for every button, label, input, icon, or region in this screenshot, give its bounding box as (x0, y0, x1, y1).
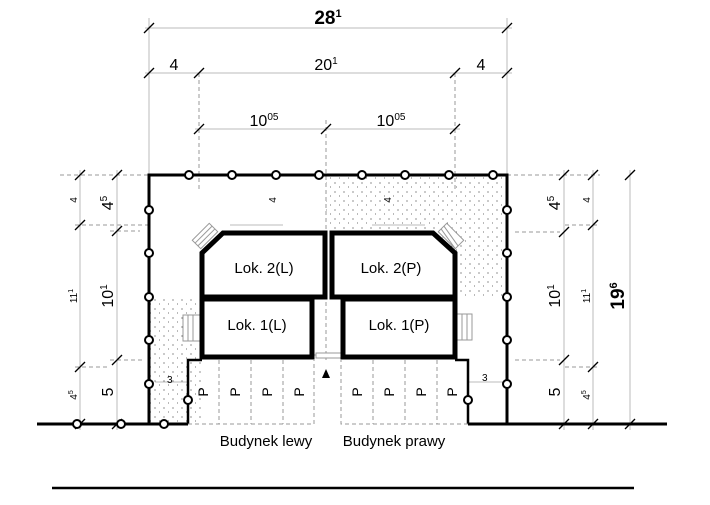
parking-space-label: P (195, 387, 211, 396)
parking-space-label: P (444, 387, 460, 396)
unit-lok2-right (329, 230, 458, 300)
parking-space-label: P (291, 387, 307, 396)
dim-left-inner-3: 5 (100, 387, 117, 396)
dim-side-left: 4 (170, 57, 179, 74)
dim-right-outer-2: 111 (581, 289, 593, 303)
dim-left-outer-2: 111 (68, 289, 80, 303)
unit-lok1-left (199, 296, 315, 360)
dim-right-inner-2: 101 (546, 284, 564, 308)
unit-lok1-right (340, 296, 458, 360)
unit-lok2-left-label: Lok. 2(L) (234, 260, 293, 277)
parking-space-label: P (413, 387, 429, 396)
dim-right-outer-1: 4 (582, 197, 593, 203)
dim-right-inner-3: 5 (547, 387, 564, 396)
parking-space-label: P (349, 387, 365, 396)
unit-lok2-right-label: Lok. 2(P) (361, 260, 422, 277)
stairs-icon (182, 222, 473, 359)
horizontal-dimensions (143, 22, 513, 135)
dim-side-right: 4 (477, 57, 486, 74)
dim-half-right: 1005 (377, 112, 406, 130)
dim-total-depth: 196 (608, 282, 629, 309)
dim-middle: 201 (314, 56, 338, 74)
parking-space-label: P (381, 387, 397, 396)
dim-side-gap-left: 3 (167, 375, 173, 386)
dim-setback-right: 4 (383, 197, 394, 203)
building-left-label: Budynek lewy (220, 433, 313, 450)
parking-space-label: P (259, 387, 275, 396)
unit-lok1-right-label: Lok. 1(P) (369, 317, 430, 334)
dim-left-outer-1: 4 (69, 197, 80, 203)
dim-right-inner-1: 45 (546, 195, 564, 210)
dim-half-left: 1005 (250, 112, 279, 130)
dim-total-width: 281 (314, 8, 341, 29)
dim-setback-left: 4 (268, 197, 279, 203)
dim-side-gap-right: 3 (482, 373, 488, 384)
dim-left-inner-1: 45 (99, 195, 117, 210)
fence-post-markers (72, 170, 512, 429)
dim-right-outer-3: 45 (581, 390, 593, 400)
entrance-arrow-icon (322, 369, 330, 378)
parking-space-label: P (227, 387, 243, 396)
unit-lok1-left-label: Lok. 1(L) (227, 317, 286, 334)
dim-left-inner-2: 101 (99, 284, 117, 308)
building-right-label: Budynek prawy (343, 433, 446, 450)
dim-left-outer-3: 45 (68, 390, 80, 400)
